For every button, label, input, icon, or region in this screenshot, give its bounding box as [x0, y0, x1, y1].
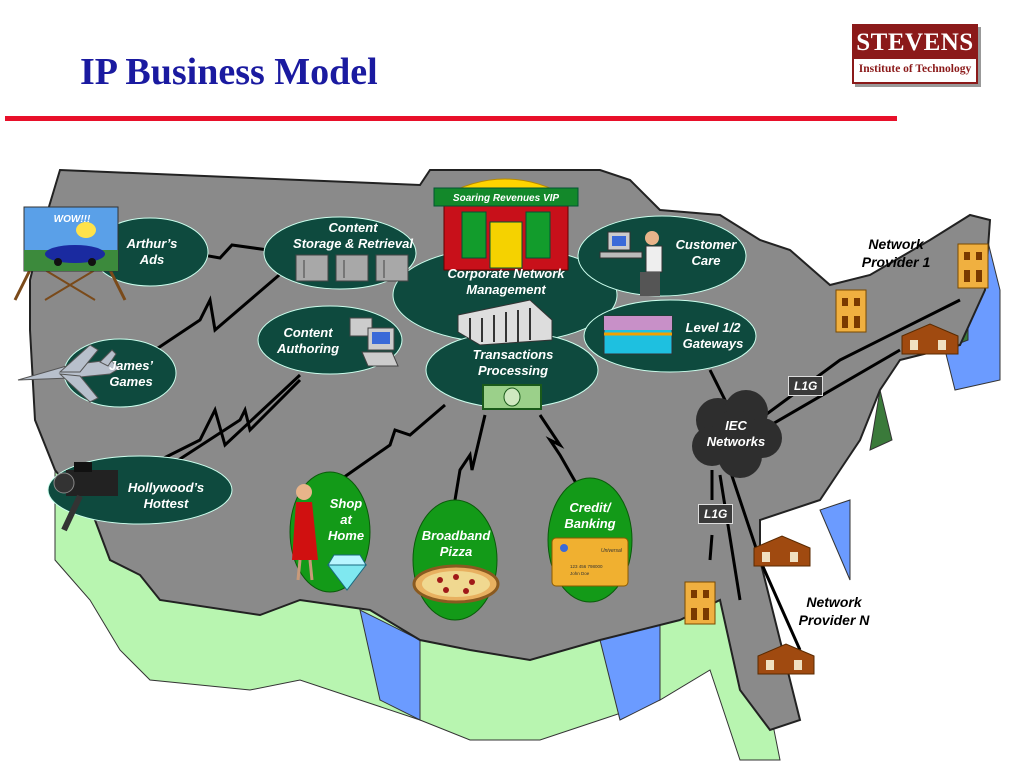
- diamond-icon: [326, 554, 368, 591]
- billboard-icon: [13, 206, 127, 301]
- pizza-icon: [412, 564, 500, 604]
- label-iec: IEC Networks: [706, 418, 766, 449]
- cottage-icon: [901, 323, 959, 355]
- dollar-bill-icon: [482, 384, 542, 410]
- computer-icon: [349, 317, 399, 367]
- stevens-logo: STEVENS Institute of Technology: [852, 24, 978, 84]
- tag-l1g-top: L1G: [788, 376, 824, 396]
- office-building-icon: [457, 299, 553, 346]
- page-title: IP Business Model: [80, 51, 378, 93]
- label-hollywood: Hollywood’s Hottest: [127, 480, 205, 511]
- label-customer-care: Customer Care: [675, 237, 737, 268]
- label-gateways: Level 1/2 Gateways: [682, 320, 744, 351]
- card-brand: Universal: [601, 548, 623, 554]
- storage-icon: [295, 254, 409, 282]
- title-divider: [5, 116, 897, 121]
- credit-card-icon: [551, 537, 629, 587]
- label-provider-n: Network Provider N: [798, 594, 870, 628]
- label-james-games: James’ Games: [108, 358, 154, 389]
- shopper-icon: [292, 484, 318, 581]
- house-icon: [835, 289, 867, 333]
- label-corporate: Corporate Network Management: [447, 266, 565, 297]
- camera-icon: [53, 462, 118, 532]
- house-icon: [957, 243, 989, 289]
- map-surface: [29, 168, 992, 732]
- label-content-authoring: Content Authoring: [276, 325, 340, 356]
- tag-l1g-bottom: L1G: [698, 504, 734, 524]
- label-shop: Shop at Home: [327, 496, 365, 543]
- vip-sign-text: Soaring Revenues VIP: [453, 193, 559, 204]
- cottage-icon: [757, 643, 815, 675]
- card-number: 123 456 798000: [570, 564, 603, 569]
- billboard-text: WOW!!!: [54, 214, 91, 225]
- label-content-storage: Content Storage & Retrieval: [293, 220, 413, 251]
- logo-subtitle: Institute of Technology: [858, 63, 972, 75]
- jet-icon: [17, 344, 121, 403]
- agent-icon: [599, 231, 663, 296]
- house-icons: [684, 243, 989, 675]
- cottage-icon: [753, 535, 811, 567]
- iec-cloud: [692, 390, 782, 478]
- bridge-icon: [603, 315, 673, 355]
- logo-name: STEVENS: [854, 26, 976, 59]
- label-credit: Credit/ Banking: [564, 500, 616, 531]
- label-provider-1: Network Provider 1: [861, 236, 931, 270]
- house-icon: [684, 581, 716, 625]
- vip-building-icon: [433, 178, 579, 271]
- label-arthurs-ads: Arthur’s Ads: [126, 236, 178, 267]
- card-holder: John Doe: [570, 571, 590, 576]
- label-transactions: Transactions Processing: [472, 347, 554, 378]
- label-pizza: Broadband Pizza: [421, 528, 491, 559]
